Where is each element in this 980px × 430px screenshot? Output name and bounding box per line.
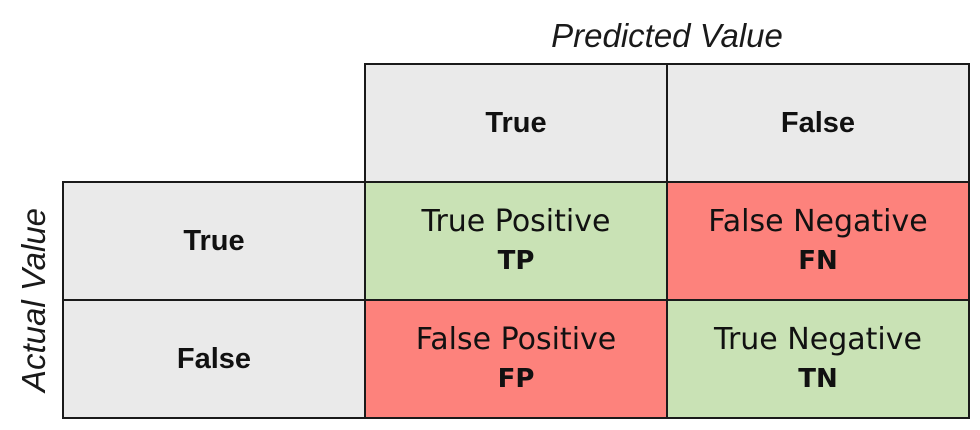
true-negative-label: True Negative bbox=[714, 322, 922, 357]
false-negative-label: False Negative bbox=[708, 204, 928, 239]
actual-value-axis-title: Actual Value bbox=[15, 207, 52, 393]
row-header-true: True bbox=[62, 181, 366, 301]
predicted-value-axis-title: Predicted Value bbox=[551, 17, 783, 54]
true-negative-cell: True Negative TN bbox=[666, 299, 970, 419]
false-positive-abbreviation: FP bbox=[497, 364, 535, 394]
false-positive-label: False Positive bbox=[415, 322, 617, 357]
false-negative-cell: False Negative FN bbox=[666, 181, 970, 301]
true-negative-abbreviation: TN bbox=[798, 364, 838, 394]
true-positive-cell: True Positive TP bbox=[364, 181, 668, 301]
true-positive-label: True Positive bbox=[421, 204, 611, 239]
column-header-true: True bbox=[364, 63, 668, 183]
true-positive-abbreviation: TP bbox=[497, 246, 535, 276]
false-positive-cell: False Positive FP bbox=[364, 299, 668, 419]
row-header-false: False bbox=[62, 299, 366, 419]
column-header-false: False bbox=[666, 63, 970, 183]
false-negative-abbreviation: FN bbox=[798, 246, 838, 276]
